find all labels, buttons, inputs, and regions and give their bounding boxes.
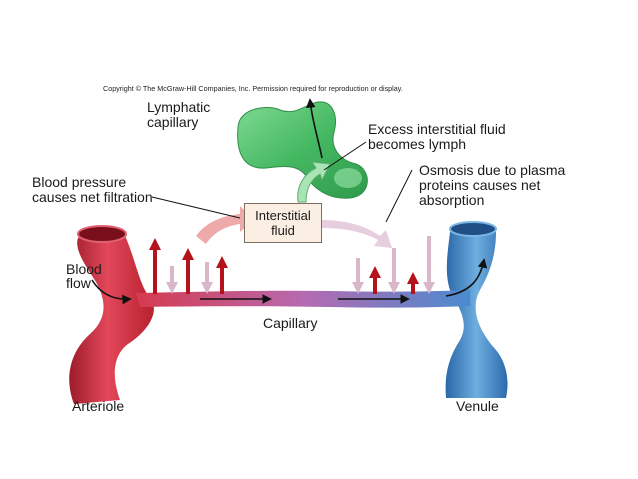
label-arteriole: Arteriole xyxy=(72,398,125,414)
filtration-arrow-5 xyxy=(407,272,419,294)
capillary-vessel xyxy=(136,290,470,308)
interstitial-fluid-box: Interstitial fluid xyxy=(244,203,322,243)
interstitial-fluid-label-2: fluid xyxy=(271,223,295,238)
absorption-arrows xyxy=(166,236,435,294)
label-lymphatic-capillary-1: Lymphatic xyxy=(147,99,211,115)
absorption-arrow-4 xyxy=(388,248,400,294)
label-osmosis-3: absorption xyxy=(419,192,485,208)
label-osmosis-1: Osmosis due to plasma xyxy=(419,162,566,178)
label-blood-pressure-1: Blood pressure xyxy=(32,174,127,190)
absorption-arrow-2 xyxy=(201,262,213,294)
blood-flow-arrow xyxy=(91,279,132,305)
label-blood-flow-1: Blood xyxy=(66,261,102,277)
arteriole-vessel xyxy=(69,225,154,404)
label-capillary: Capillary xyxy=(263,315,318,331)
label-lymphatic-capillary-2: capillary xyxy=(147,114,199,130)
copyright-notice: Copyright © The McGraw-Hill Companies, I… xyxy=(103,84,403,93)
lymphatic-capillary xyxy=(237,101,368,199)
label-blood-pressure-2: causes net filtration xyxy=(32,189,153,205)
label-venule: Venule xyxy=(456,398,499,414)
leader-excess-fluid xyxy=(323,141,367,171)
filtration-curve-arrow xyxy=(196,206,254,244)
leader-osmosis xyxy=(385,169,413,223)
interstitial-fluid-label-1: Interstitial xyxy=(255,208,311,223)
venule-vessel xyxy=(445,221,508,398)
leader-blood-pressure xyxy=(151,196,241,219)
lymph-outflow-arrow xyxy=(305,98,323,159)
absorption-curve-arrow xyxy=(322,220,392,248)
filtration-arrow-3 xyxy=(216,256,228,294)
filtration-arrows xyxy=(149,238,419,294)
label-blood-flow-2: flow xyxy=(66,275,91,291)
filtration-arrow-2 xyxy=(182,248,194,294)
absorption-arrow-3 xyxy=(352,258,364,294)
venule-flow-arrow xyxy=(445,258,488,297)
filtration-arrow-1 xyxy=(149,238,161,294)
filtration-arrow-4 xyxy=(369,266,381,294)
absorption-arrow-1 xyxy=(166,266,178,294)
label-excess-fluid-2: becomes lymph xyxy=(368,136,467,152)
label-excess-fluid-1: Excess interstitial fluid xyxy=(368,121,506,137)
lymph-entry-arrow xyxy=(297,161,331,203)
absorption-arrow-5 xyxy=(423,236,435,294)
label-osmosis-2: proteins causes net xyxy=(419,177,541,193)
